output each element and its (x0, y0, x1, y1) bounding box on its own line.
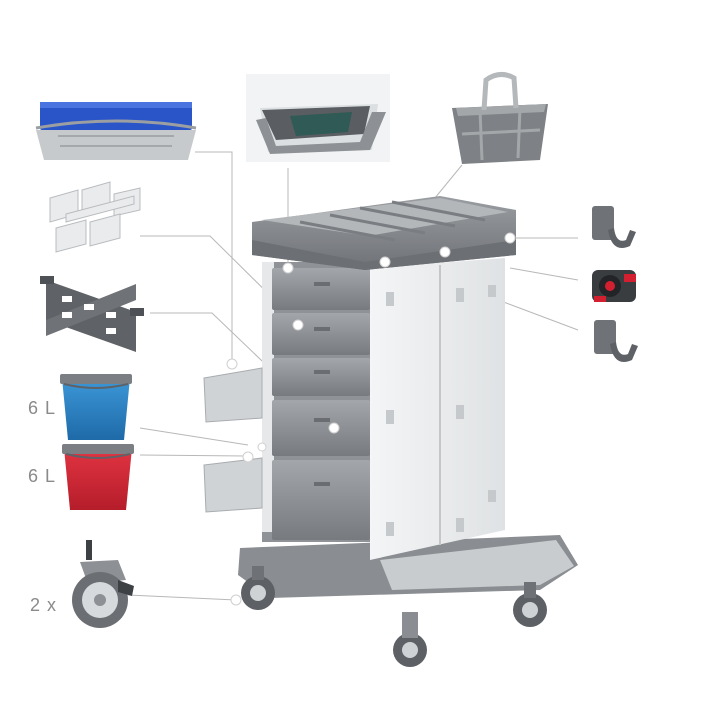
dispensing-tray-icon (246, 74, 390, 162)
callout-line-clamp (509, 267, 579, 281)
blue-bucket-icon (60, 374, 132, 440)
carry-caddy-icon (452, 72, 548, 164)
callout-line-mop-bucket (195, 151, 233, 362)
castor-quantity-label: 2 x (30, 595, 58, 615)
callout-line-blue-bucket (139, 427, 249, 446)
red-bucket-volume-label: 6 L (28, 466, 57, 486)
cart-wheels (241, 566, 547, 667)
mop-bucket-icon (35, 102, 197, 160)
cleaning-cart-icon (203, 196, 578, 667)
blue-bucket-volume-label: 6 L (28, 398, 57, 418)
wall-hook-icon (592, 206, 636, 248)
callout-line-castor (127, 594, 237, 601)
side-bins (203, 367, 263, 513)
drawer-dividers-icon (49, 181, 141, 253)
bucket-separator-icon (40, 276, 144, 352)
callout-line-red-bucket (139, 454, 247, 457)
castor-wheel-icon (72, 540, 134, 628)
hook-bracket-icon (594, 320, 638, 362)
cart-drawers (272, 268, 370, 540)
red-bucket-icon (62, 444, 134, 510)
handle-clamp-icon (592, 270, 636, 302)
